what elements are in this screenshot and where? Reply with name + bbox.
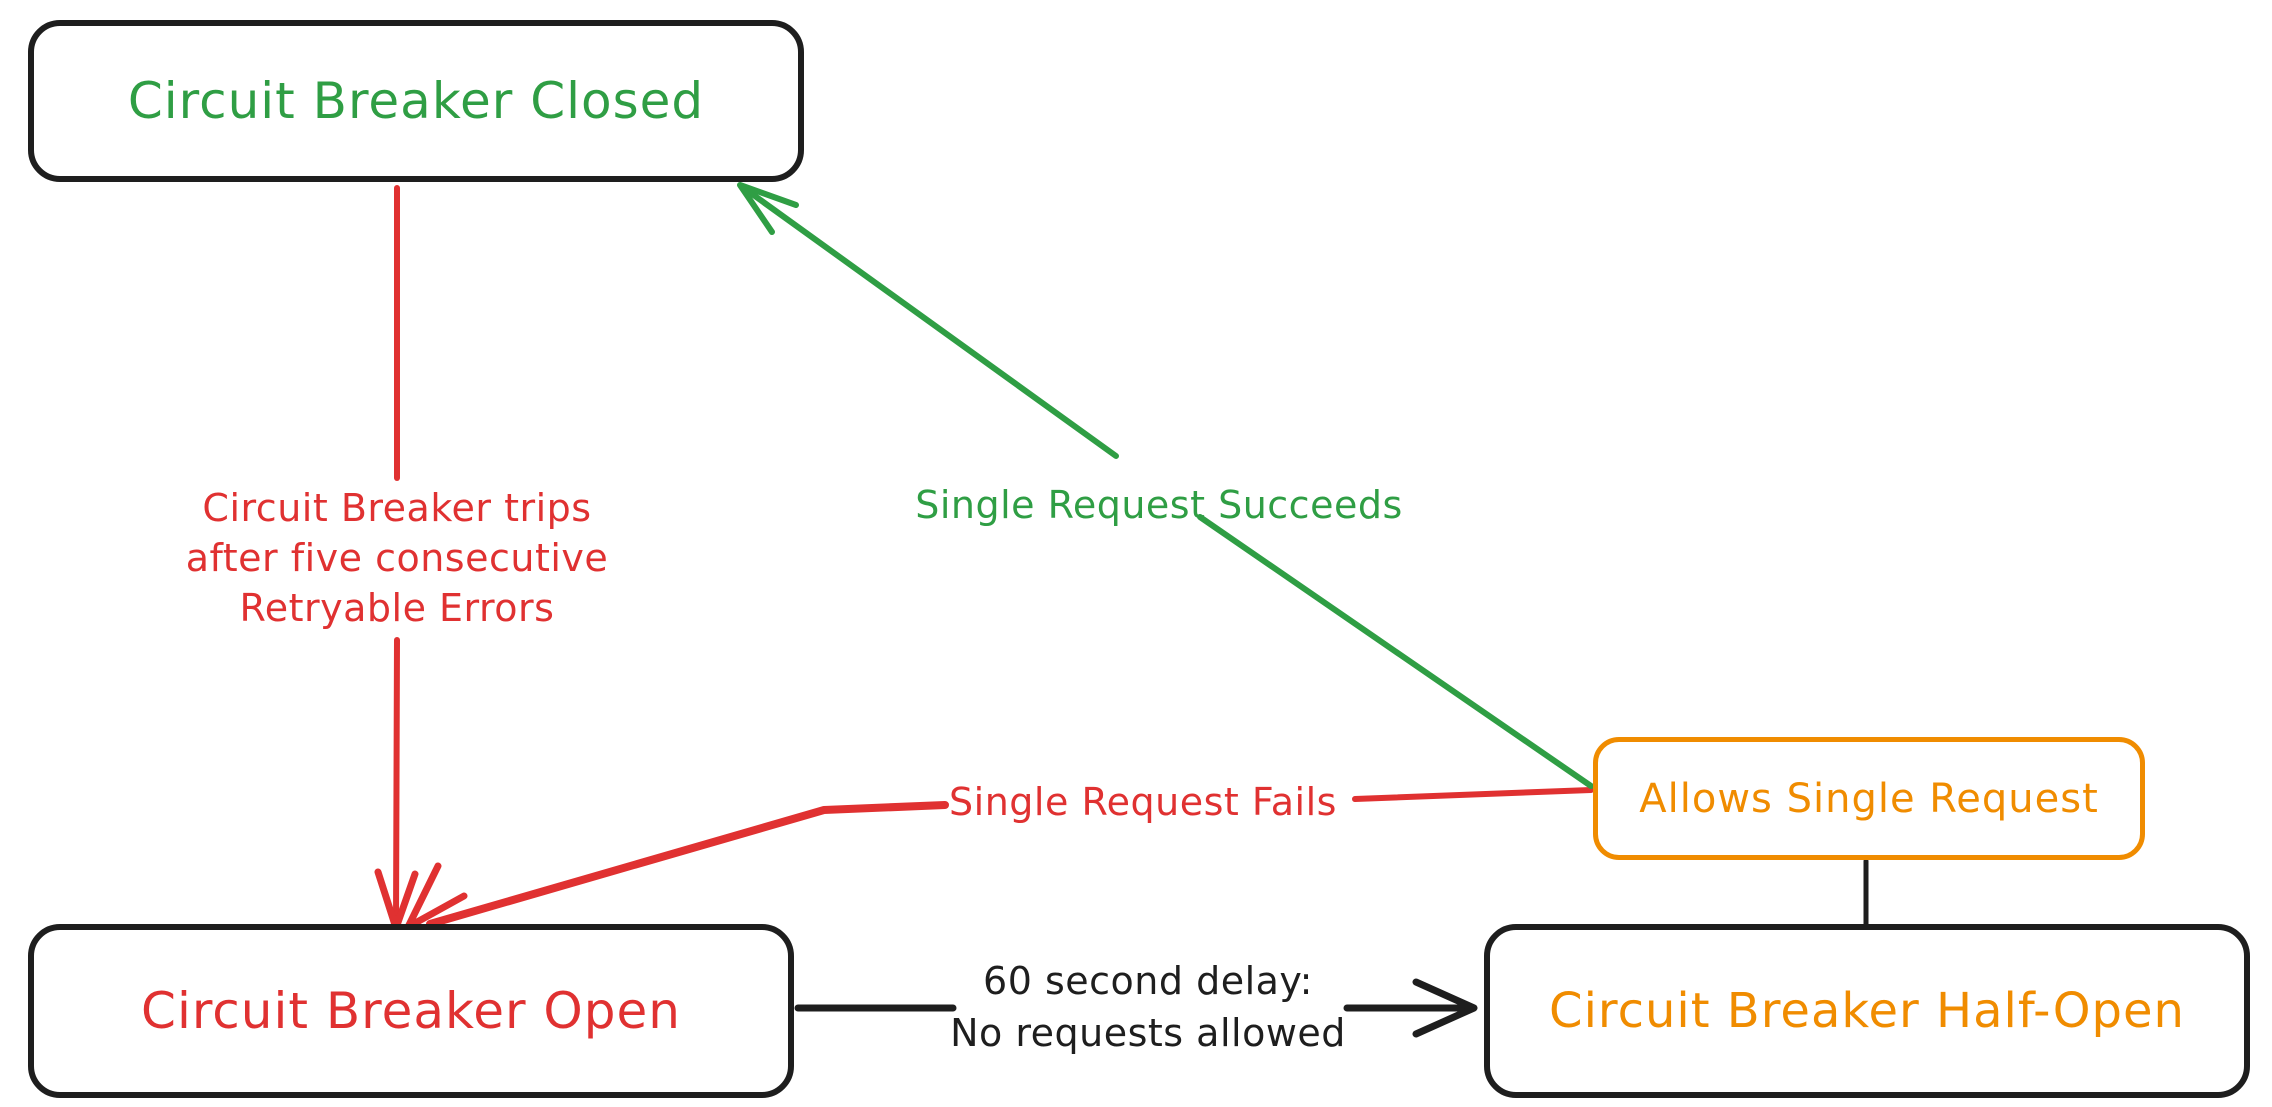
delay-arrowhead-icon [1412,978,1478,1038]
delay-edge-label-line1: 60 second delay: [983,959,1313,1003]
trips-line-lower [393,637,400,925]
state-circuit-breaker-open: Circuit Breaker Open [28,924,794,1098]
fails-line-left [426,801,949,928]
delay-arrow [794,978,1478,1038]
state-closed-label: Circuit Breaker Closed [127,72,705,130]
delay-edge-label-line2: No requests allowed [950,1011,1346,1055]
state-circuit-breaker-closed: Circuit Breaker Closed [28,20,804,182]
succeeds-line-upper [738,183,1119,459]
succeeds-edge-label: Single Request Succeeds [915,483,1403,527]
state-open-label: Circuit Breaker Open [141,982,681,1040]
fails-edge-label: Single Request Fails [949,780,1337,824]
trips-edge-label: Circuit Breaker trips after five consecu… [186,483,609,633]
delay-edge-label: 60 second delay: No requests allowed [950,955,1346,1059]
succeeds-line-lower [1197,514,1594,789]
state-allows-single-request: Allows Single Request [1593,737,2145,860]
succeeds-arrowhead-icon [737,182,799,235]
allows-single-request-label: Allows Single Request [1639,775,2099,822]
succeeds-arrow [737,182,1594,789]
trips-edge-label-line3: Retryable Errors [239,586,555,630]
fails-line-right [1352,787,1594,802]
trips-edge-label-line2: after five consecutive [185,536,609,580]
trips-edge-label-line1: Circuit Breaker trips [202,486,592,530]
state-circuit-breaker-half-open: Circuit Breaker Half-Open [1484,924,2250,1098]
state-half-open-label: Circuit Breaker Half-Open [1549,983,2185,1039]
